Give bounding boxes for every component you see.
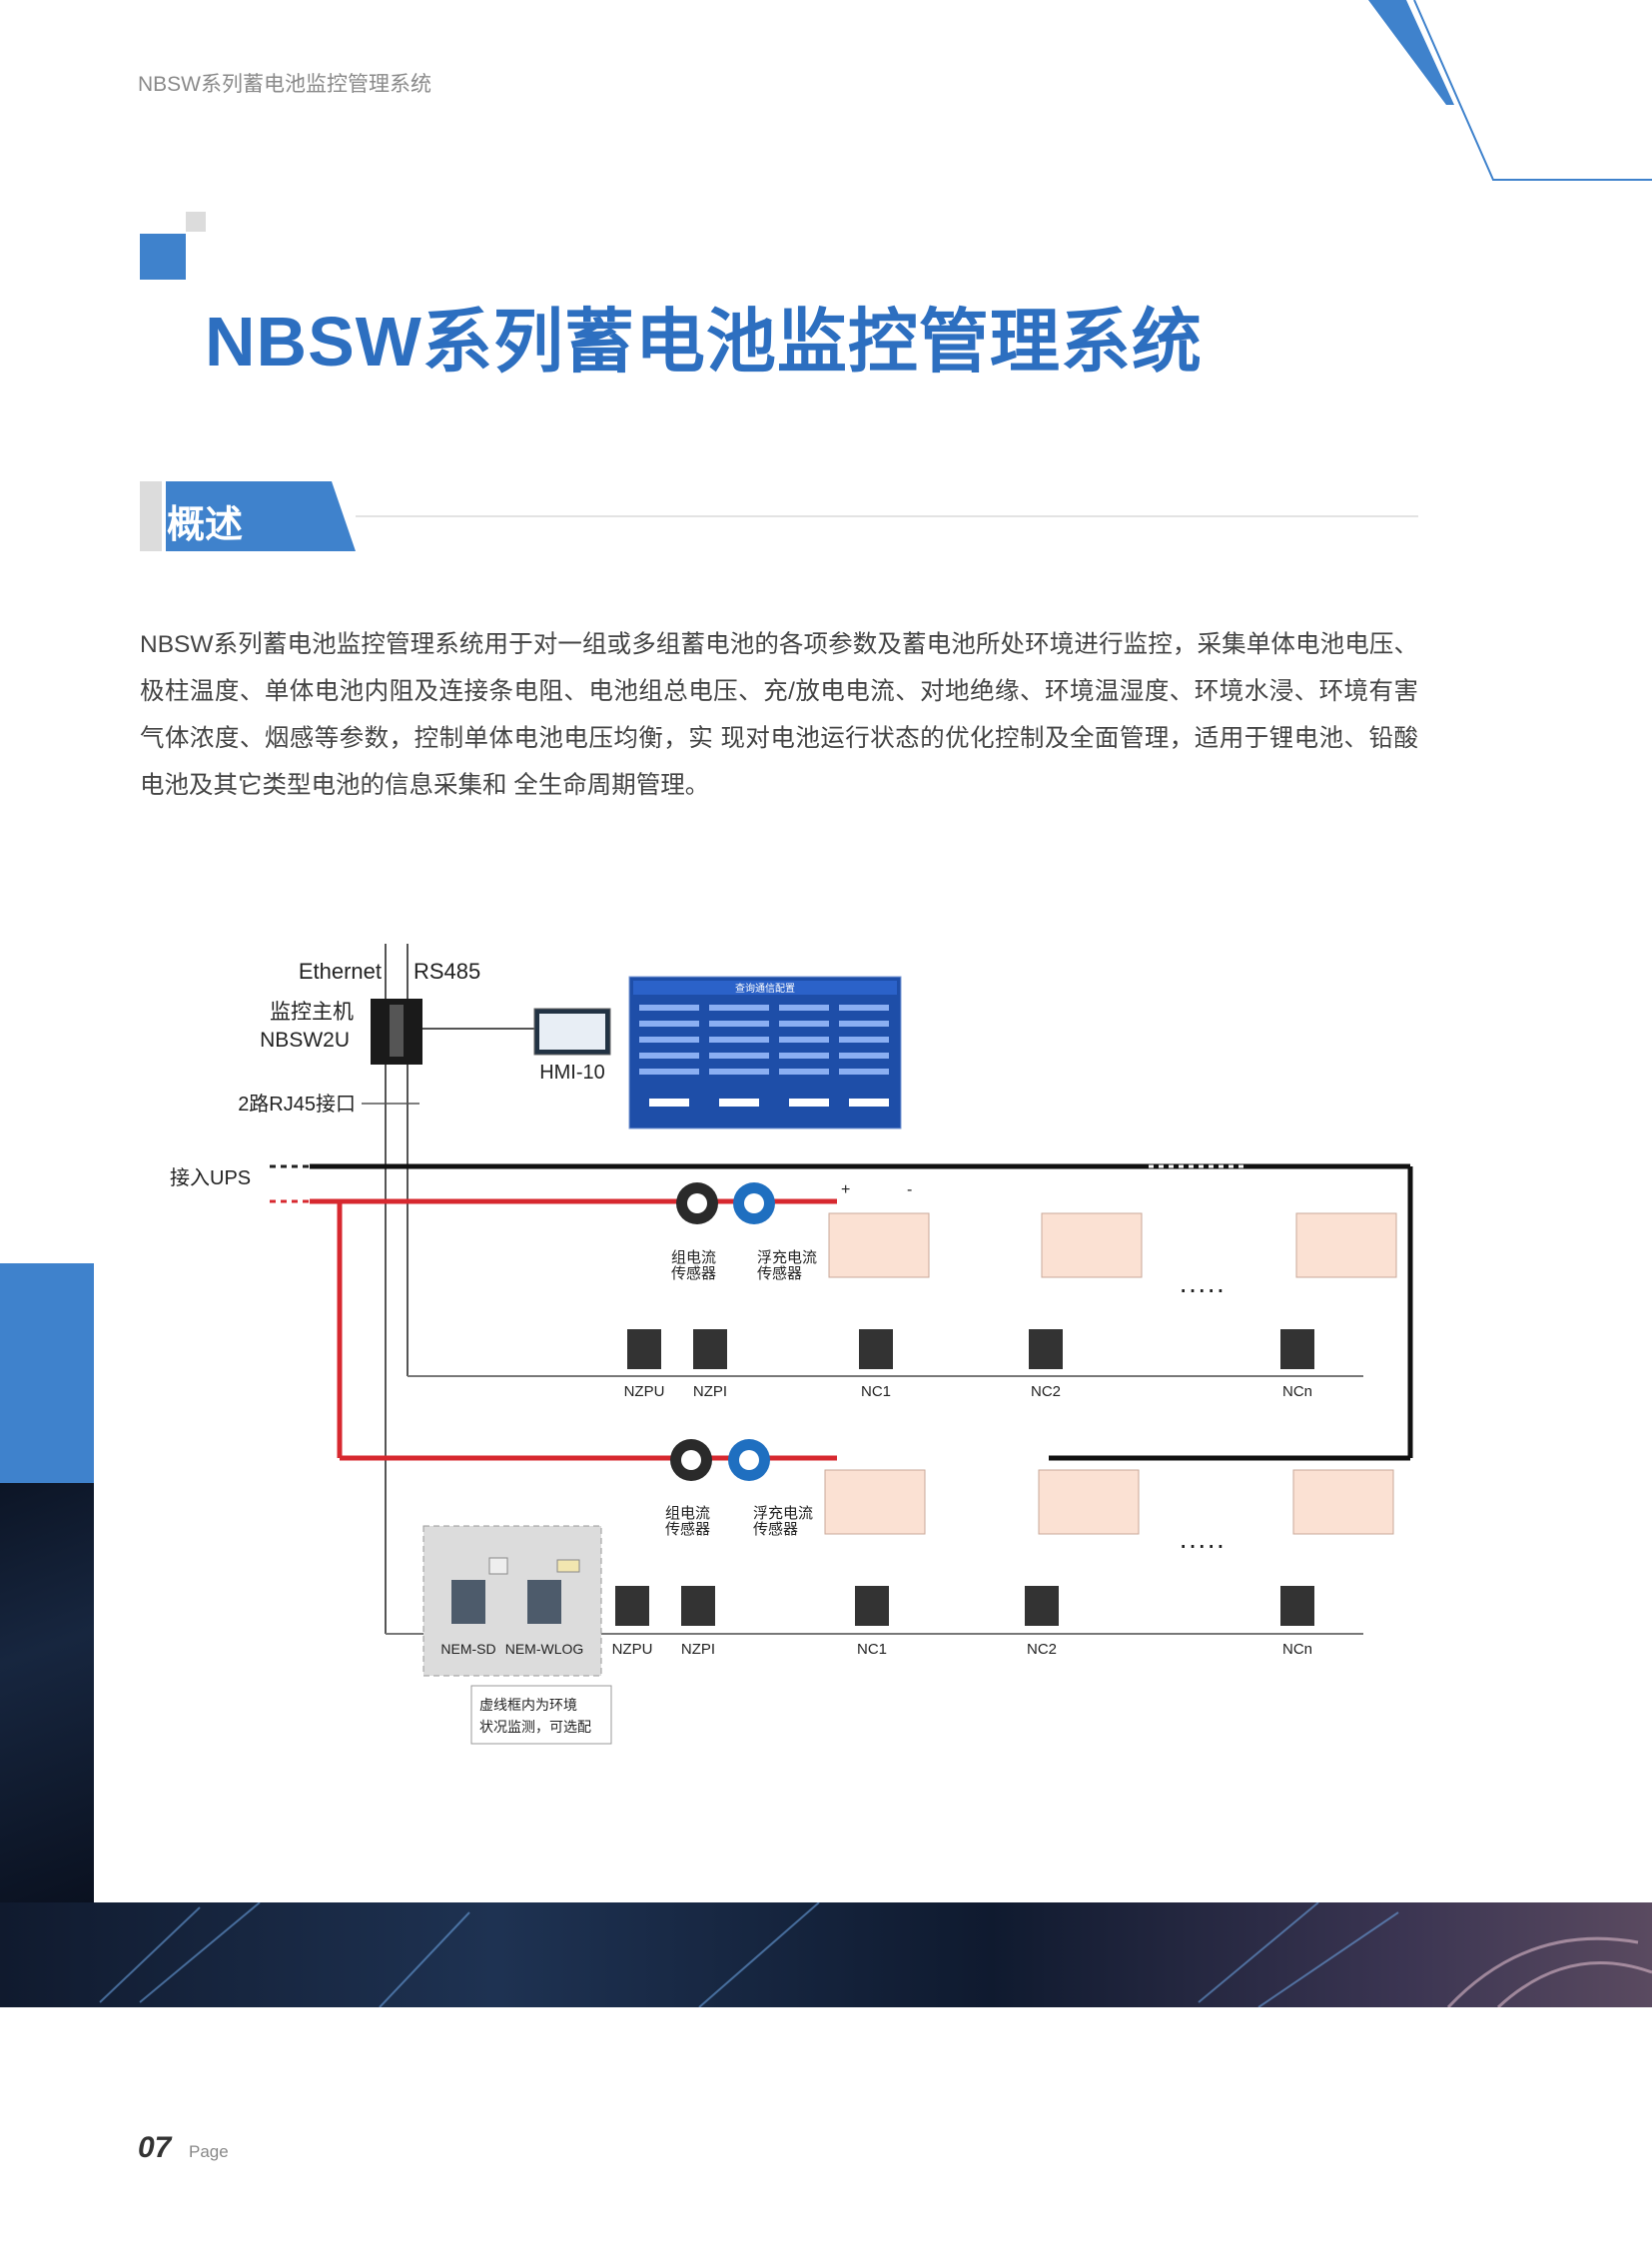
nzpi-label-2: NZPI <box>681 1641 715 1658</box>
float-sensor-label-1a: 浮充电流 <box>757 1249 817 1266</box>
light-streaks <box>99 1901 1652 2009</box>
group-sensor-label-2b: 传感器 <box>665 1521 710 1538</box>
group-sensor-label-1b: 传感器 <box>671 1265 716 1282</box>
nc2-label-2: NC2 <box>1027 1641 1057 1658</box>
battery-cell <box>828 1212 1397 1278</box>
group-sensor-label-1a: 组电流 <box>671 1249 716 1266</box>
page-title: NBSW系列蓄电池监控管理系统 <box>205 303 1203 380</box>
intro-paragraph: NBSW系列蓄电池监控管理系统用于对一组或多组蓄电池的各项参数及蓄电池所处环境进… <box>140 631 1418 799</box>
bottom-image-band <box>0 1901 1652 2009</box>
left-accent-bar <box>0 1263 94 1483</box>
nc1-label-1: NC1 <box>861 1383 891 1400</box>
minus-terminal: - <box>907 1181 912 1198</box>
section-header-bar <box>140 481 1418 551</box>
page-word: Page <box>189 2142 229 2161</box>
nzpi-label-1: NZPI <box>693 1383 727 1400</box>
ncn-label-2: NCn <box>1282 1641 1312 1658</box>
hmi-label: HMI-10 <box>539 1062 605 1084</box>
module-box <box>627 1329 1314 1369</box>
float-sensor-label-2b: 传感器 <box>753 1521 798 1538</box>
rj45-label: 2路RJ45接口 <box>238 1093 356 1116</box>
ncn-label-1: NCn <box>1282 1383 1312 1400</box>
ellipsis-row-2: ····· <box>1179 1529 1226 1560</box>
battery-cell-row-2 <box>824 1469 1394 1535</box>
nem-sd-label: NEM-SD <box>440 1641 495 1657</box>
system-wiring-diagram: Ethernet RS485 监控主机 NBSW2U HMI-10 查询通信配置… <box>170 944 1413 1745</box>
plus-terminal: + <box>841 1181 850 1198</box>
float-sensor-label-2a: 浮充电流 <box>753 1505 813 1522</box>
nzpu-label-1: NZPU <box>624 1383 665 1400</box>
note-line-2: 状况监测，可选配 <box>479 1719 591 1735</box>
section-title: 概述 <box>167 504 244 546</box>
nzpu-label-2: NZPU <box>612 1641 653 1658</box>
page-number: 07 <box>138 2131 172 2164</box>
environment-note-box <box>470 1685 612 1745</box>
host-label: 监控主机 <box>270 1001 354 1024</box>
screen-title: 查询通信配置 <box>735 982 795 995</box>
note-line-1: 虚线框内为环境 <box>479 1697 577 1713</box>
nc2-label-1: NC2 <box>1031 1383 1061 1400</box>
title-square-decoration <box>140 212 206 280</box>
ups-label: 接入UPS <box>170 1166 251 1189</box>
left-dark-image-strip <box>0 1483 94 1902</box>
nc1-label-2: NC1 <box>857 1641 887 1658</box>
float-sensor-label-1b: 传感器 <box>757 1265 802 1282</box>
ellipsis-row-1: ····· <box>1179 1273 1226 1304</box>
corner-decoration <box>1368 0 1652 181</box>
rs485-label: RS485 <box>413 959 480 984</box>
group-sensor-label-2a: 组电流 <box>665 1505 710 1522</box>
module-box-row-2 <box>615 1586 1314 1626</box>
ethernet-label: Ethernet <box>299 959 382 984</box>
running-header: NBSW系列蓄电池监控管理系统 <box>138 73 431 96</box>
nem-wlog-label: NEM-WLOG <box>505 1641 584 1657</box>
host-model-label: NBSW2U <box>260 1029 350 1052</box>
